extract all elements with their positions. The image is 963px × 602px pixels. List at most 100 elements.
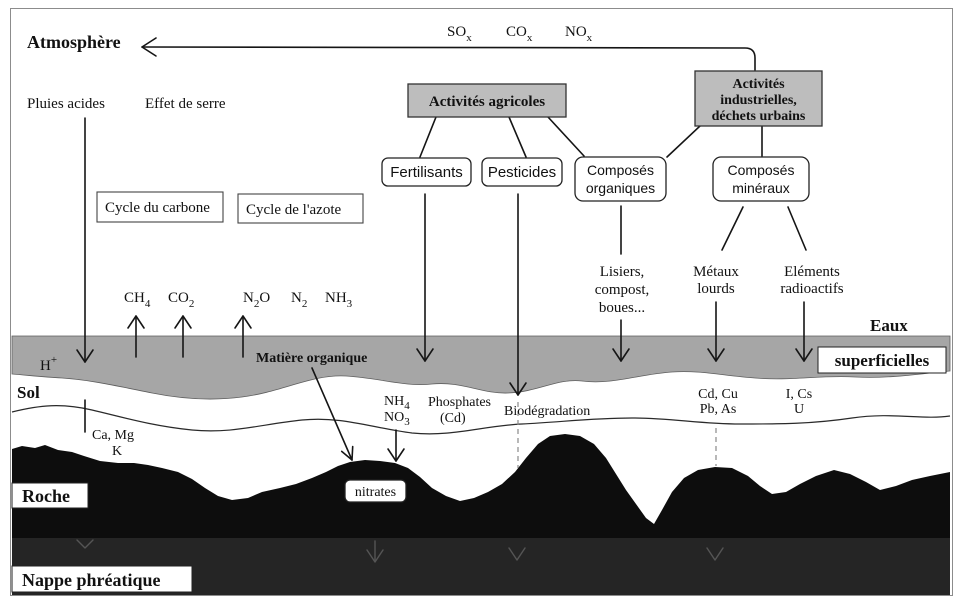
ammonium-subscript: 4 (404, 400, 410, 412)
nh3-label: NH3 (325, 290, 353, 310)
ch4-arrowhead (127, 315, 145, 329)
acid-rain-label: Pluies acides (27, 96, 105, 112)
industrial-activities-frame (694, 70, 823, 127)
bedrock (12, 434, 950, 540)
surface-water-label-2: superficielles (835, 351, 930, 370)
nox-label: NOx (565, 24, 593, 44)
co2-subscript: 2 (189, 298, 195, 310)
radionuclides-line-1: I, Cs (786, 387, 812, 402)
co2-base: CO (168, 290, 189, 306)
agri-to-pesticides (508, 116, 527, 158)
mineral-compounds-line-2: minéraux (732, 180, 790, 196)
carbon-cycle-frame (96, 191, 224, 223)
groundwater-label: Nappe phréatique (22, 570, 161, 590)
organic-examples-line-2: compost, (595, 282, 650, 298)
groundwater-arrowhead-1 (76, 539, 94, 549)
industrial-activities-line-1: Activités (732, 77, 785, 92)
organic-compounds-box: Composés organiques (574, 156, 667, 202)
ammonium-base: NH (384, 394, 404, 409)
organic-examples-line-1: Lisiers, (600, 264, 645, 280)
nitrate-formula-label: NO3 (384, 410, 410, 428)
proton-label: H+ (40, 354, 57, 374)
pesticides-arrowhead (509, 382, 527, 396)
phosphates-line-2: (Cd) (440, 411, 466, 426)
sox-base: SO (447, 24, 466, 40)
n2-subscript: 2 (302, 298, 308, 310)
fertilizers-label: Fertilisants (390, 164, 463, 181)
agri-to-organic (547, 116, 585, 157)
proton-base: H (40, 358, 51, 374)
n2o-base: N (243, 290, 254, 306)
soil-metals-line-2: Pb, As (700, 402, 737, 417)
radioactive-elements-line-1: Eléments (784, 264, 840, 280)
rock-label: Roche (22, 486, 70, 506)
heavy-metals-line-1: Métaux (693, 264, 739, 280)
pollutant-inputs: Fertilisants Pesticides Composés organiq… (381, 156, 844, 316)
organic-matter-label: Matière organique (256, 351, 367, 366)
fertilizers-box: Fertilisants (381, 157, 472, 187)
nh3-subscript: 3 (347, 298, 353, 310)
n2o-subscript: 2 (254, 298, 260, 310)
groundwater-label-box (11, 565, 193, 593)
mineral-compounds-line-1: Composés (728, 162, 795, 178)
agricultural-activities-box: Activités agricoles (407, 83, 567, 118)
nitrogen-to-nitrates-arrowhead (387, 448, 405, 462)
base-cations-line-1: Ca, Mg (92, 428, 134, 443)
mineral-compounds-box: Composés minéraux (712, 156, 810, 202)
cox-subscript: x (527, 32, 533, 44)
nitrogen-cycle-label: Cycle de l'azote (246, 202, 341, 218)
cox-base: CO (506, 24, 527, 40)
soil-horizon-line (11, 405, 951, 435)
radionuclides-line-2: U (794, 402, 804, 417)
carbon-cycle-box: Cycle du carbone (96, 191, 224, 223)
surface-water-label-1: Eaux (870, 316, 908, 335)
co2-arrowhead (174, 315, 192, 329)
greenhouse-effect-label: Effet de serre (145, 96, 226, 112)
organic-compounds-line-1: Composés (587, 162, 654, 178)
industrial-activities-line-2: industrielles, (720, 93, 797, 108)
flow-arrows (76, 37, 813, 563)
soil-label: Sol (17, 383, 40, 402)
groundwater-arrowhead-2 (366, 549, 384, 563)
co2-label: CO2 (168, 290, 194, 310)
agri-to-fertilizers (419, 116, 437, 158)
rock-label-box (11, 482, 89, 509)
nitrates-frame (344, 479, 407, 503)
ch4-subscript: 4 (145, 298, 151, 310)
surface-water-label-box (817, 346, 947, 374)
radioactive-arrowhead (795, 348, 813, 362)
nox-subscript: x (587, 32, 593, 44)
nitrate-formula-subscript: 3 (404, 416, 410, 428)
proton-superscript: + (51, 354, 57, 366)
pollution-sources: Activités agricoles Activités industriel… (407, 70, 823, 127)
nitrate-formula-base: NO (384, 410, 404, 425)
industry-to-organic (666, 125, 701, 158)
nitrogen-cycle-frame (237, 193, 364, 224)
nox-base: NO (565, 24, 587, 40)
fertilizers-arrowhead (416, 348, 434, 362)
fertilizers-frame (381, 157, 472, 187)
n2o-label: N2O (243, 290, 270, 310)
organic-compounds-line-2: organiques (586, 180, 655, 196)
groundwater-arrowhead-4 (706, 547, 724, 561)
metals-arrowhead (707, 348, 725, 362)
mineral-compounds-frame (712, 156, 810, 202)
pesticides-box: Pesticides (481, 157, 563, 187)
n2-base: N (291, 290, 302, 306)
soil-species: H+ Ca, Mg K NH4 NO3 Phosphates (Cd) Biod… (40, 354, 812, 503)
pesticides-label: Pesticides (488, 164, 556, 181)
cox-label: COx (506, 24, 533, 44)
n2o-arrowhead (234, 315, 252, 329)
nh3-base: NH (325, 290, 347, 306)
base-cations-line-2: K (112, 444, 122, 459)
radioactive-elements-line-2: radioactifs (780, 281, 843, 297)
atmosphere-title: Atmosphère (27, 32, 121, 52)
sox-label: SOx (447, 24, 472, 44)
mineral-to-metals (721, 206, 744, 251)
organic-compounds-frame (574, 156, 667, 202)
organic-matter-to-nitrates (311, 367, 353, 461)
nitrates-label: nitrates (355, 485, 396, 500)
sox-subscript: x (466, 32, 472, 44)
agricultural-activities-frame (407, 83, 567, 118)
